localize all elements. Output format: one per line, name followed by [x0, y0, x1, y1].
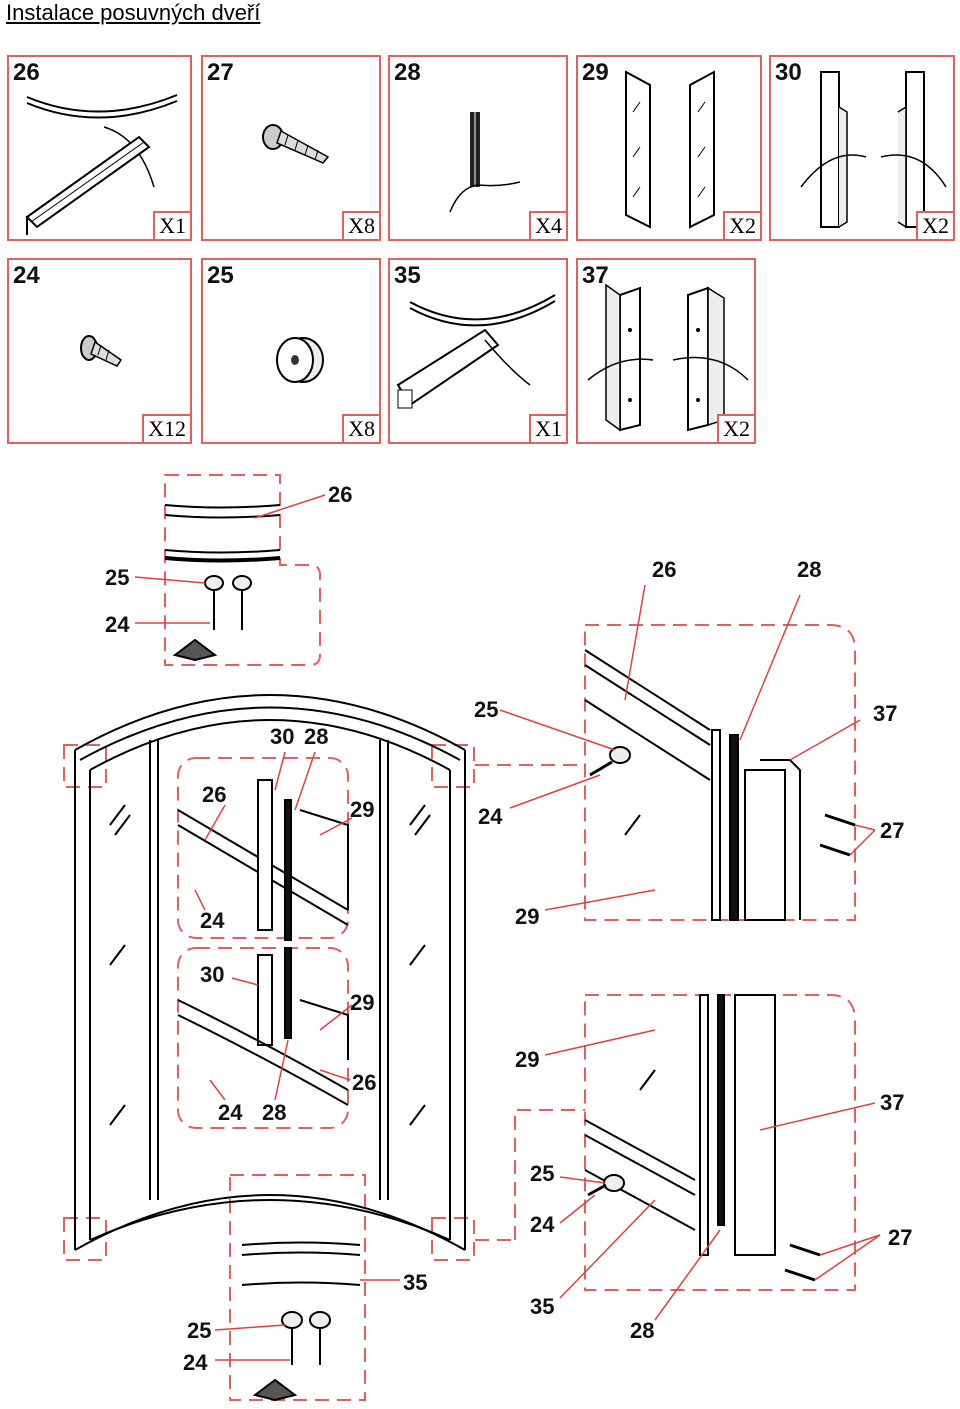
callout-24: 24	[218, 1100, 243, 1125]
part-number: 24	[13, 262, 40, 289]
callout-26: 26	[352, 1070, 376, 1095]
part-quantity: X2	[717, 414, 754, 442]
part-number: 30	[775, 59, 802, 86]
callout-28: 28	[797, 557, 821, 582]
corner-box-bl	[63, 1217, 107, 1261]
part-box-30: 30 X2	[769, 55, 955, 241]
right-top-detail-frame	[584, 624, 856, 921]
callout-30: 30	[270, 724, 294, 749]
glass-panel-icon	[625, 70, 715, 229]
callout-28: 28	[304, 724, 328, 749]
callout-29: 29	[515, 904, 539, 929]
callout-27: 27	[888, 1225, 912, 1250]
part-box-35: 35 X1	[388, 258, 568, 444]
right-bottom-detail-frame	[584, 994, 856, 1291]
callout-24: 24	[530, 1212, 555, 1237]
curved-track-top-icon	[25, 94, 178, 235]
part-box-29: 29 X2	[576, 55, 762, 241]
callout-24: 24	[183, 1350, 208, 1375]
callout-37: 37	[880, 1090, 904, 1115]
callout-26: 26	[328, 482, 352, 507]
right-top-assembly	[584, 649, 856, 921]
right-bottom-assembly	[584, 994, 821, 1282]
callout-26: 26	[202, 782, 226, 807]
seal-strip-icon	[449, 112, 521, 213]
callout-25: 25	[105, 565, 129, 590]
screw-long-icon	[262, 124, 330, 164]
callout-28: 28	[262, 1100, 286, 1125]
part-box-27: 27 X8	[201, 55, 381, 241]
top-detail-frame	[164, 474, 321, 666]
part-box-24: 24 X12	[7, 258, 192, 444]
leader-lines	[134, 494, 881, 1361]
callout-25: 25	[474, 697, 498, 722]
bottom-track-detail	[241, 1241, 361, 1402]
part-quantity: X1	[529, 414, 566, 442]
callout-37: 37	[873, 701, 897, 726]
callout-29: 29	[350, 990, 374, 1015]
wall-profile-icon	[587, 283, 749, 432]
part-number: 26	[13, 59, 40, 86]
callout-24: 24	[105, 612, 130, 637]
part-box-28: 28 X4	[388, 55, 568, 241]
center-profiles	[177, 779, 349, 1106]
curved-track-bottom-icon	[396, 294, 556, 409]
callout-24: 24	[478, 804, 503, 829]
part-number: 27	[207, 59, 234, 86]
part-quantity: X1	[153, 211, 190, 239]
part-number: 37	[582, 262, 609, 289]
callout-26: 26	[652, 557, 676, 582]
part-quantity: X4	[529, 211, 566, 239]
corner-box-br	[431, 1217, 475, 1261]
callout-24: 24	[200, 908, 225, 933]
part-quantity: X12	[142, 414, 190, 442]
corner-box-tl	[63, 744, 107, 788]
part-quantity: X8	[342, 414, 379, 442]
callout-35: 35	[403, 1270, 427, 1295]
callout-27: 27	[880, 818, 904, 843]
part-quantity: X2	[916, 211, 953, 239]
part-number: 28	[394, 59, 421, 86]
page-title: Instalace posuvných dveří	[6, 0, 261, 25]
center-detail-upper	[177, 757, 349, 939]
part-number: 29	[582, 59, 609, 86]
callout-35: 35	[530, 1294, 554, 1319]
callout-25: 25	[187, 1318, 211, 1343]
part-quantity: X2	[723, 211, 760, 239]
callout-29: 29	[350, 797, 374, 822]
corner-box-tr	[431, 744, 475, 788]
screw-short-icon	[80, 335, 123, 367]
part-box-26: 26 X1	[7, 55, 192, 241]
part-number: 35	[394, 262, 421, 289]
top-track-detail	[164, 504, 281, 662]
callout-25: 25	[530, 1161, 554, 1186]
callout-30: 30	[200, 962, 224, 987]
part-box-37: 37 X2	[576, 258, 756, 444]
assembly-diagram: 26 25 24 30 28 26 29 24 30 29 26 24 28 3…	[63, 474, 912, 1402]
callout-29: 29	[515, 1047, 539, 1072]
part-box-25: 25 X8	[201, 258, 381, 444]
center-detail-lower	[177, 947, 349, 1129]
part-number: 25	[207, 262, 234, 289]
callout-28: 28	[630, 1318, 654, 1343]
part-quantity: X8	[342, 211, 379, 239]
shower-frame	[74, 694, 466, 1251]
bottom-detail-frame	[229, 1174, 366, 1401]
roller-wheel-icon	[276, 337, 324, 383]
vertical-profile-icon	[800, 71, 947, 229]
